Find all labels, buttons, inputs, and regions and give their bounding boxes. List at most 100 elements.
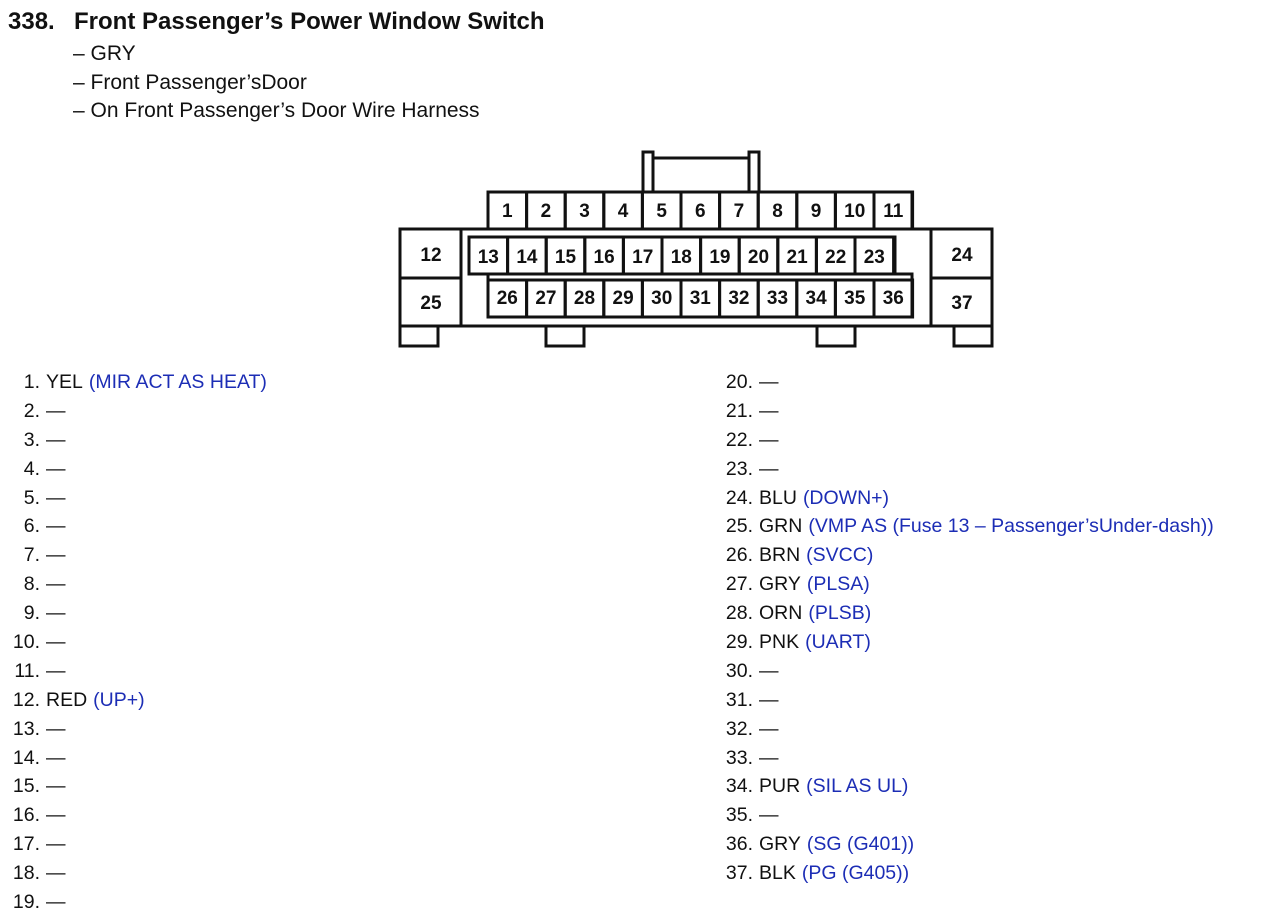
cavity-number: 23 xyxy=(864,247,885,268)
cavity-number: 20 xyxy=(748,247,769,268)
wire-color: — xyxy=(46,891,66,914)
pin-row: 34. PUR(SIL AS UL) xyxy=(702,772,1214,801)
pin-number: 9. xyxy=(23,602,40,625)
wire-color: — xyxy=(46,862,66,885)
pin-row: 25.GRN(VMP AS (Fuse 13 – Passenger’sUnde… xyxy=(702,512,1214,541)
pin-number: 18. xyxy=(12,862,40,885)
cavity-number: 1 xyxy=(502,201,513,222)
foot-4 xyxy=(952,324,994,348)
pin-number: 2. xyxy=(23,399,40,422)
pin-row: 30.— xyxy=(702,657,1214,686)
pin-row: 35. — xyxy=(702,801,1214,830)
cavity-number: 31 xyxy=(690,288,712,309)
pin-function: (PLSB) xyxy=(808,602,872,625)
cavity-number: 32 xyxy=(728,288,749,309)
wire-color: — xyxy=(46,775,66,798)
pin-row: 11.— xyxy=(0,657,267,686)
wire-color: — xyxy=(759,717,779,740)
pin-number: 31. xyxy=(725,688,753,711)
pin-function: (SIL AS UL) xyxy=(806,775,909,798)
pin-function: (PLSA) xyxy=(806,573,870,596)
cavity-number: 17 xyxy=(632,247,653,268)
cavity-number: 27 xyxy=(535,288,556,309)
wire-color: GRY xyxy=(759,573,801,596)
wire-color: ORN xyxy=(759,602,803,625)
pin-number: 6. xyxy=(23,515,40,538)
pin-number: 37. xyxy=(725,862,753,885)
cavity xyxy=(872,278,915,319)
cavity xyxy=(853,235,896,276)
pin-row: 28.ORN(PLSB) xyxy=(702,599,1214,628)
pin-function: (DOWN+) xyxy=(802,486,890,509)
cavity-number: 14 xyxy=(516,247,538,268)
pin-list-right: 20.—21.—22.—23.—24.BLU(DOWN+)25.GRN(VMP … xyxy=(702,368,1214,888)
pin-row: 33.— xyxy=(702,744,1214,773)
cavity-number: 16 xyxy=(594,247,615,268)
pin-number: 13. xyxy=(12,717,40,740)
pin-row: 19. — xyxy=(0,888,267,917)
wire-color: YEL xyxy=(46,371,83,393)
cavity-number: 9 xyxy=(811,201,822,222)
wire-color: — xyxy=(759,746,779,769)
page-title: 338.Front Passenger’s Power Window Switc… xyxy=(8,8,545,36)
wire-color: PNK xyxy=(759,631,800,654)
pin-row: 24.BLU(DOWN+) xyxy=(702,484,1214,513)
pin-row: 29.PNK(UART) xyxy=(702,628,1214,657)
cavity-number: 4 xyxy=(618,201,629,222)
pin-row: 36.GRY(SG (G401)) xyxy=(702,830,1214,859)
foot-1 xyxy=(398,324,440,348)
foot-2 xyxy=(544,324,586,348)
cavity-number: 37 xyxy=(951,293,972,314)
wire-color: — xyxy=(46,833,66,856)
pin-row: 7.— xyxy=(0,541,267,570)
wire-color: — xyxy=(46,717,66,740)
section-title: Front Passenger’s Power Window Switch xyxy=(74,8,545,35)
cavity-number: 6 xyxy=(695,201,706,222)
pin-function: (SG (G401)) xyxy=(806,833,915,856)
pin-row: 14.— xyxy=(0,744,267,773)
wire-color: — xyxy=(759,428,779,451)
cavity-number: 5 xyxy=(656,201,667,222)
pin-number: 35. xyxy=(725,804,753,827)
pin-row: 23.— xyxy=(702,455,1214,484)
wire-color: GRY xyxy=(759,833,801,856)
cavity-number: 21 xyxy=(787,247,809,268)
wire-color: — xyxy=(759,804,779,827)
pin-number: 3. xyxy=(23,428,40,451)
pin-function: (MIR ACT AS HEAT) xyxy=(88,371,267,393)
wire-color: BLK xyxy=(759,862,796,885)
pin-number: 14. xyxy=(12,746,40,769)
pin-number: 26. xyxy=(725,544,753,567)
pin-number: 19. xyxy=(12,891,40,914)
wire-color: PUR xyxy=(759,775,801,798)
cavity-number: 30 xyxy=(651,288,672,309)
pin-number: 21. xyxy=(725,399,753,422)
pin-number: 17. xyxy=(12,833,40,856)
cavity-number: 35 xyxy=(844,288,866,309)
connector-latch xyxy=(641,150,761,192)
pin-row: 9. — xyxy=(0,599,267,628)
wire-color: — xyxy=(759,688,779,711)
pin-number: 34. xyxy=(725,775,753,798)
pin-row: 31. — xyxy=(702,686,1214,715)
wire-color: — xyxy=(46,457,66,480)
wire-color: — xyxy=(759,457,779,480)
pin-number: 32. xyxy=(725,717,753,740)
cavity-number: 28 xyxy=(574,288,595,309)
pin-number: 8. xyxy=(23,573,40,596)
pin-function: (SVCC) xyxy=(806,544,874,567)
cavity-number: 13 xyxy=(478,247,499,268)
cavity xyxy=(872,190,915,231)
cavity-number: 29 xyxy=(613,288,634,309)
wire-color: — xyxy=(46,631,66,654)
pin-number: 15. xyxy=(12,775,40,798)
pin-row: 1.YEL(MIR ACT AS HEAT) xyxy=(0,368,267,397)
pin-row: 2.— xyxy=(0,397,267,426)
wire-color: — xyxy=(759,371,779,393)
wire-color: — xyxy=(46,659,66,682)
wire-color: — xyxy=(46,602,66,625)
pin-number: 24. xyxy=(725,486,753,509)
cavity-number: 8 xyxy=(772,201,783,222)
